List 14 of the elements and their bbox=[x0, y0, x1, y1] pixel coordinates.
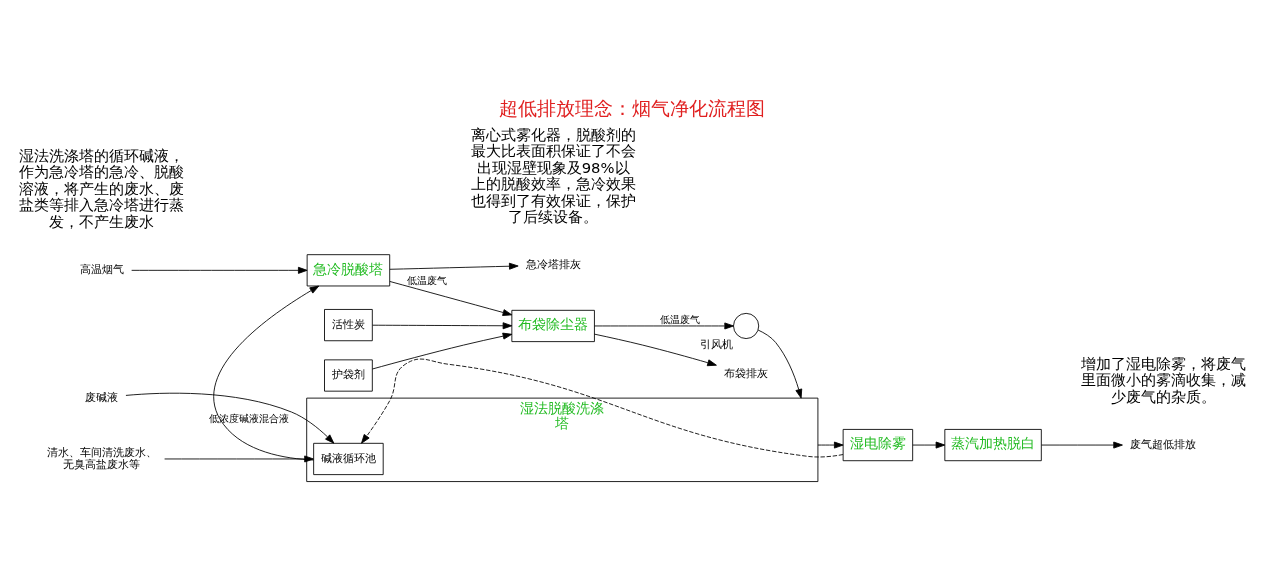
edge-label: 低浓度碱液混合液 bbox=[209, 411, 290, 424]
node-text: 废气超低排放 bbox=[1130, 438, 1197, 452]
edge-label: 低温废气 bbox=[406, 273, 447, 286]
edge-label: 低温废气 bbox=[659, 313, 700, 326]
node-text: 高温烟气 bbox=[79, 263, 124, 277]
label: 湿法洗涤塔的循环碱液，作为急冷塔的急冷、脱酸溶液，将产生的废水、废盐类等排入急冷塔进行蒸发，不产生废水 bbox=[19, 146, 185, 230]
diagram-title: 超低排放理念：烟气净化流程图 bbox=[499, 97, 766, 121]
node-text: 清水、车间清洗废水、无臭高盐废水等 bbox=[46, 445, 157, 472]
node-text: 急冷塔排灰 bbox=[525, 258, 581, 272]
label: 离心式雾化器，脱酸剂的最大比表面积保证了不会出现湿壁现象及98%以上的脱酸效率，急冷效果也得到了有效保证，保护了后续设备。 bbox=[470, 125, 636, 226]
node-label: 引风机 bbox=[700, 337, 734, 351]
node-text: 废碱液 bbox=[85, 391, 119, 405]
node-text: 布袋排灰 bbox=[724, 366, 769, 380]
label: 增加了湿电除雾，将废气里面微小的雾滴收集，减少废气的杂质。 bbox=[1080, 354, 1246, 405]
